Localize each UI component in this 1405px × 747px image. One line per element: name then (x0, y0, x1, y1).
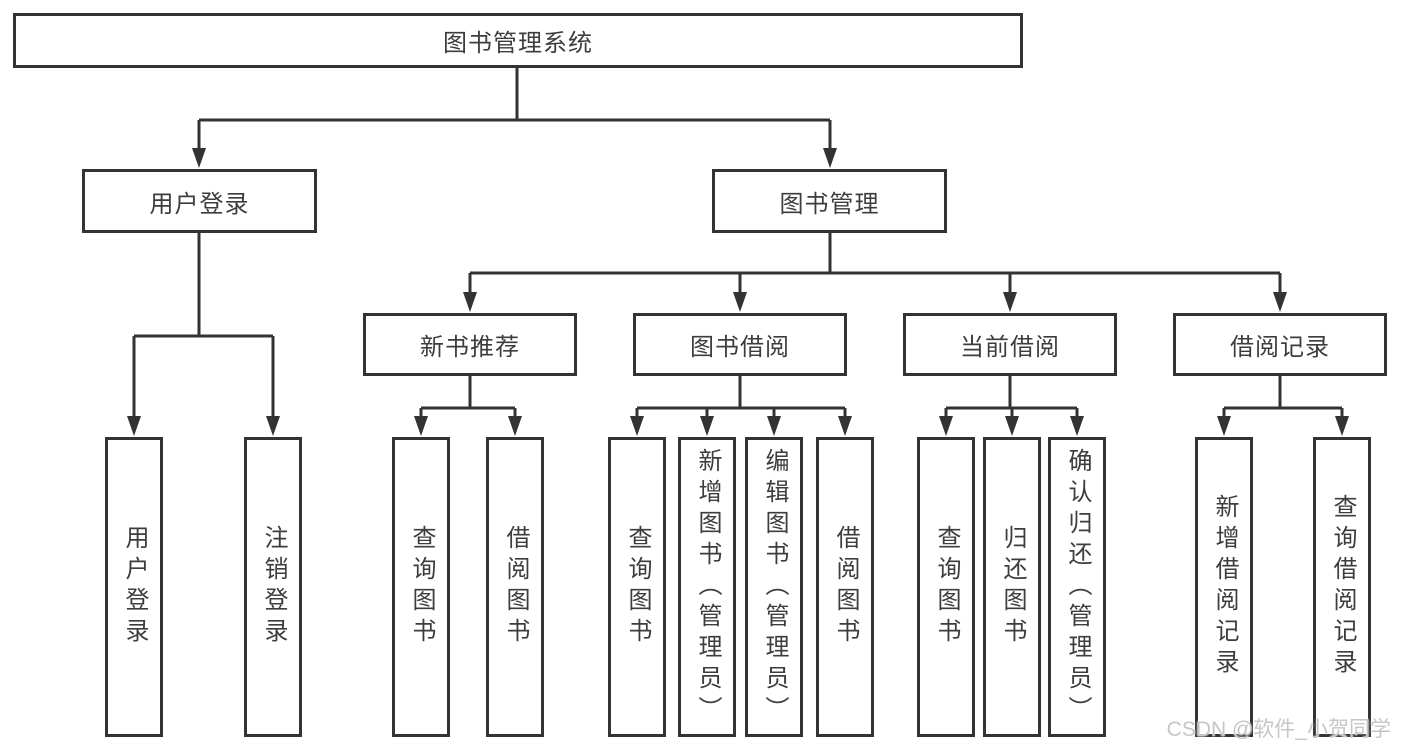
node-label: 新增图书（管理员） (694, 447, 721, 727)
leaf-borrow-add-books-admin: 新增图书（管理员） (678, 437, 736, 737)
leaf-current-return-books: 归还图书 (983, 437, 1041, 737)
leaf-borrow-edit-books-admin: 编辑图书（管理员） (745, 437, 803, 737)
edge-login-to-leaves (132, 233, 275, 418)
leaf-borrow-query-books: 查询图书 (608, 437, 666, 737)
node-label: 确认归还（管理员） (1064, 447, 1091, 727)
leaf-recommend-query-books: 查询图书 (392, 437, 450, 737)
leaf-recommend-borrow-books: 借阅图书 (486, 437, 544, 737)
node-borrowing-records: 借阅记录 (1173, 313, 1387, 376)
edge-recommend-to-leaves (419, 376, 517, 418)
csdn-watermark: CSDN @软件_小贺同学 (1166, 718, 1391, 741)
leaf-records-query-record: 查询借阅记录 (1313, 437, 1371, 737)
node-label: 借阅图书 (502, 525, 529, 649)
node-label: 编辑图书（管理员） (761, 447, 788, 727)
node-user-login: 用户登录 (82, 169, 317, 233)
node-label: 当前借阅 (960, 334, 1060, 361)
edge-current-to-leaves (944, 376, 1079, 418)
node-label: 查询图书 (933, 525, 960, 649)
node-label: 图书管理 (779, 190, 880, 218)
leaf-borrow-borrow-books: 借阅图书 (816, 437, 874, 737)
leaf-current-confirm-return-admin: 确认归还（管理员） (1048, 437, 1106, 737)
node-book-management: 图书管理 (712, 169, 947, 233)
node-label: 注销登录 (260, 525, 287, 649)
node-label: 新增借阅记录 (1211, 494, 1238, 680)
node-current-borrowing: 当前借阅 (903, 313, 1117, 376)
node-label: 查询图书 (624, 525, 651, 649)
node-label: 借阅记录 (1230, 334, 1330, 361)
node-book-borrowing: 图书借阅 (633, 313, 847, 376)
edge-management-to-level3 (468, 233, 1282, 294)
node-label: 归还图书 (999, 525, 1026, 649)
node-label: 借阅图书 (832, 525, 859, 649)
node-new-book-recommend: 新书推荐 (363, 313, 577, 376)
leaf-user-login: 用户登录 (105, 437, 163, 737)
edge-borrow-to-leaves (635, 376, 847, 418)
edge-root-to-level2 (197, 68, 832, 150)
node-label: 查询借阅记录 (1329, 494, 1356, 680)
node-label: 图书借阅 (690, 334, 790, 361)
node-label: 用户登录 (149, 190, 250, 218)
node-label: 新书推荐 (420, 334, 520, 361)
node-label: 查询图书 (408, 525, 435, 649)
node-library-system: 图书管理系统 (13, 13, 1023, 68)
node-label: 图书管理系统 (443, 30, 593, 57)
edge-records-to-leaves (1222, 376, 1344, 418)
leaf-logout: 注销登录 (244, 437, 302, 737)
leaf-current-query-books: 查询图书 (917, 437, 975, 737)
arrowheads (127, 148, 1349, 436)
leaf-records-add-record: 新增借阅记录 (1195, 437, 1253, 737)
node-label: 用户登录 (121, 525, 148, 649)
